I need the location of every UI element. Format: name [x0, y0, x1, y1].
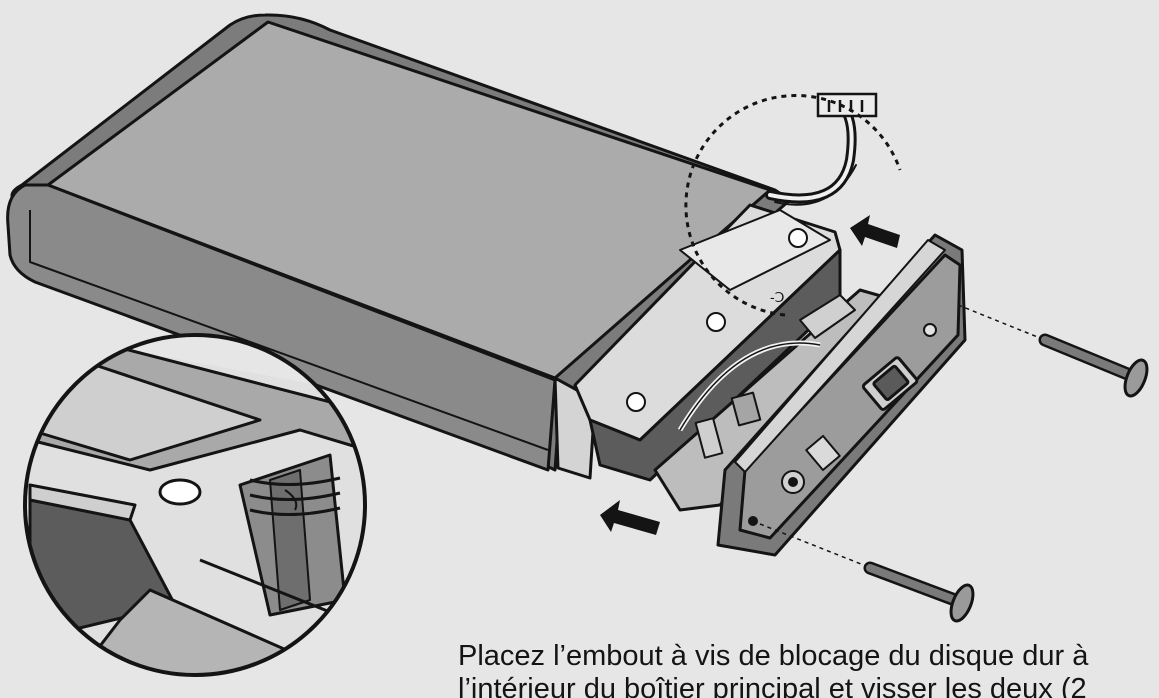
svg-text:-Ↄ: -Ↄ: [770, 289, 785, 305]
callout-circle: [684, 94, 902, 317]
screw-bottom: [863, 561, 975, 623]
screw-top: [1038, 333, 1149, 398]
rear-end-cap: [716, 233, 967, 557]
caption-line-2: l’intérieur du boîtier principal et viss…: [458, 673, 1087, 698]
cable-connector: [816, 92, 878, 118]
arrow-icon: [850, 215, 900, 248]
arrow-icon: [600, 500, 660, 535]
caption-line-1: Placez l’embout à vis de blocage du disq…: [458, 640, 1089, 672]
screw-guide-line: [957, 304, 1041, 339]
instruction-caption: Placez l’embout à vis de blocage du disq…: [458, 640, 1159, 698]
screw-guide-line: [759, 523, 867, 567]
power-switch: [861, 356, 919, 411]
power-cable: [765, 105, 857, 206]
usb-port: [805, 434, 841, 472]
enclosure-case: [6, 13, 792, 480]
